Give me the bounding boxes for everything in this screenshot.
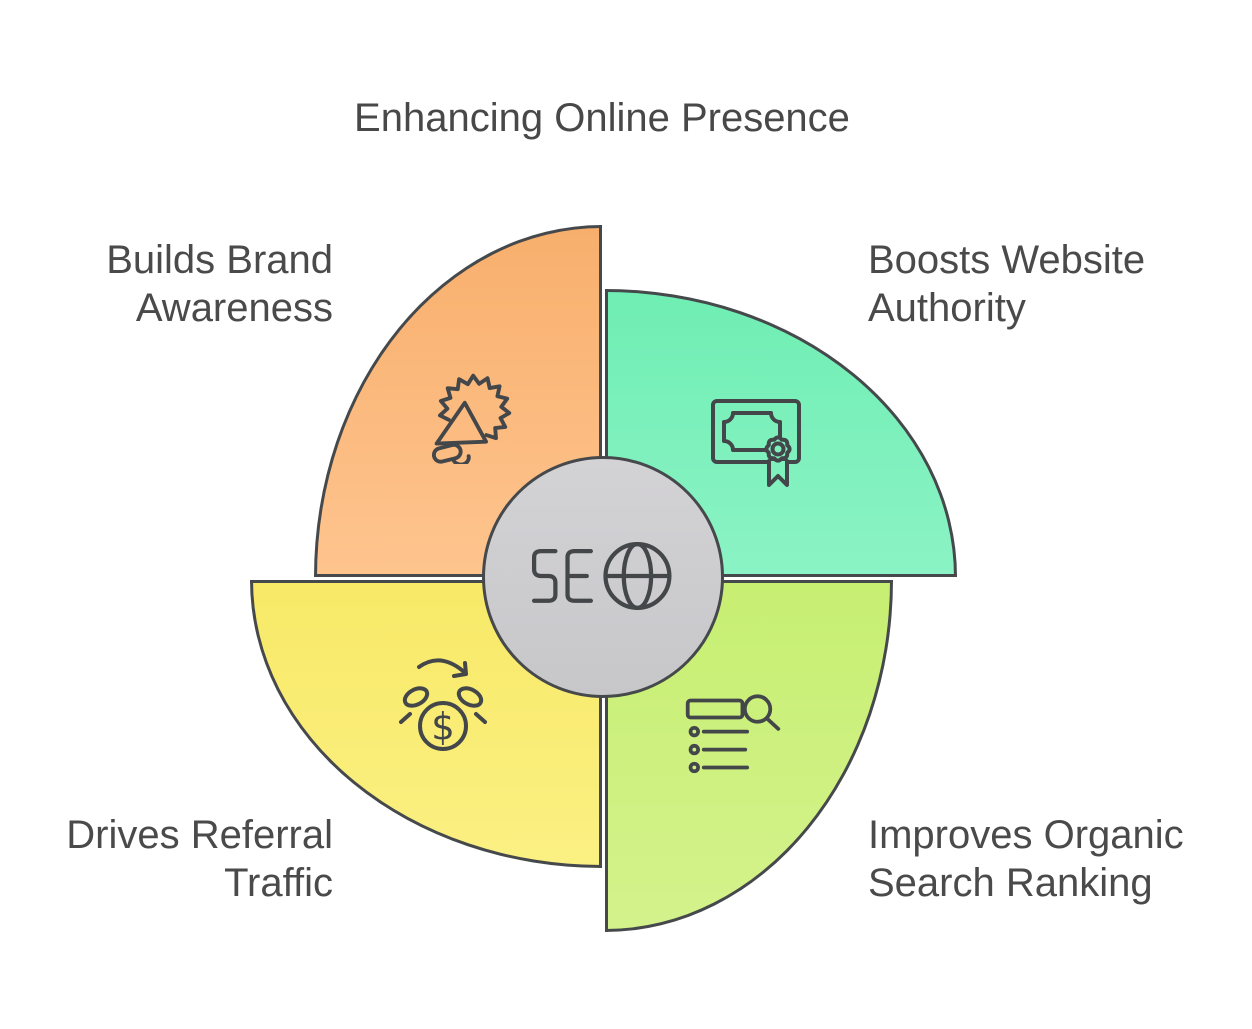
diagram-title: Enhancing Online Presence bbox=[354, 96, 850, 140]
label-line: Search Ranking bbox=[868, 861, 1153, 905]
label-website-authority: Boosts Website Authority bbox=[868, 236, 1228, 332]
seo-logo bbox=[531, 541, 672, 610]
label-organic-ranking: Improves Organic Search Ranking bbox=[868, 811, 1228, 907]
letter-e bbox=[565, 548, 593, 603]
label-line: Awareness bbox=[135, 286, 333, 330]
letter-s bbox=[531, 548, 558, 603]
label-line: Builds Brand bbox=[106, 238, 333, 282]
seo-center-badge: SEO bbox=[482, 456, 724, 698]
label-line: Boosts Website bbox=[868, 238, 1146, 282]
label-referral-traffic: Drives Referral Traffic bbox=[33, 811, 333, 907]
certificate-icon bbox=[707, 392, 807, 492]
search-results-icon bbox=[683, 691, 783, 778]
label-line: Traffic bbox=[224, 861, 333, 905]
dollar-glyph: $ bbox=[431, 706, 455, 749]
label-brand-awareness: Builds Brand Awareness bbox=[33, 236, 333, 332]
label-line: Improves Organic bbox=[868, 813, 1184, 857]
money-exchange-icon: $ bbox=[392, 651, 496, 755]
megaphone-burst-icon bbox=[424, 363, 521, 464]
globe-icon bbox=[603, 541, 672, 610]
label-line: Authority bbox=[868, 286, 1026, 330]
label-line: Drives Referral bbox=[66, 813, 333, 857]
